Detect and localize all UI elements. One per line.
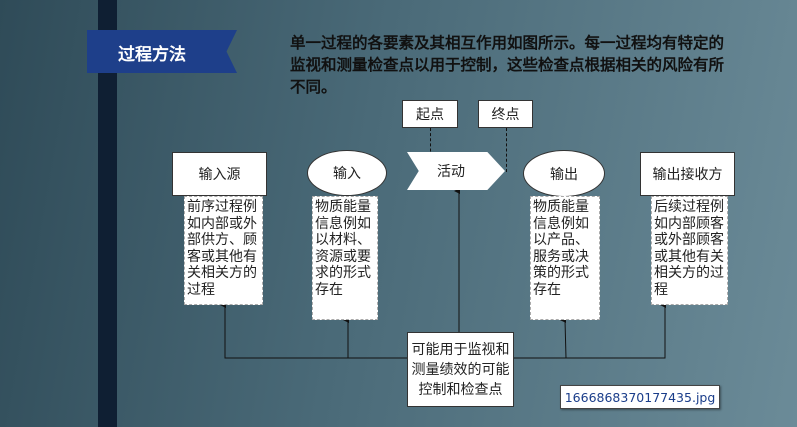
input-ellipse: 输入 bbox=[307, 150, 387, 196]
title-banner bbox=[87, 30, 237, 73]
start-dashed-line bbox=[430, 128, 431, 172]
input-source-text: 前序过程例如内部或外部供方、顾客或其他有关相关方的过程 bbox=[184, 196, 263, 305]
control-points-box: 可能用于监视和测量绩效的可能控制和检查点 bbox=[407, 332, 514, 407]
output-receiver-text: 后续过程例如内部顾客或外部顾客或其他有关相关方的过程 bbox=[651, 196, 728, 305]
output-ellipse: 输出 bbox=[523, 150, 605, 197]
end-point-label: 终点 bbox=[478, 100, 533, 128]
start-point-label: 起点 bbox=[402, 100, 458, 128]
activity-shape: 活动 bbox=[407, 152, 505, 190]
output-text: 物质能量信息例如以产品、服务或决策的形式存在 bbox=[530, 196, 600, 320]
connector-output bbox=[560, 316, 567, 359]
sidebar-bar bbox=[98, 0, 117, 427]
slide-title: 过程方法 bbox=[118, 45, 186, 65]
connector-input-source bbox=[220, 302, 407, 359]
output-receiver-box: 输出接收方 bbox=[640, 152, 735, 196]
end-dashed-line bbox=[506, 128, 507, 172]
filename-tooltip: 1666868370177435.jpg bbox=[560, 385, 720, 409]
input-source-box: 输入源 bbox=[172, 152, 267, 196]
connector-output-receiver bbox=[514, 302, 666, 359]
description-paragraph: 单一过程的各要素及其相互作用如图所示。每一过程均有特定的监视和测量检查点以用于控… bbox=[290, 34, 725, 96]
input-text: 物质能量信息例如以材料、资源或要求的形式存在 bbox=[312, 196, 378, 320]
